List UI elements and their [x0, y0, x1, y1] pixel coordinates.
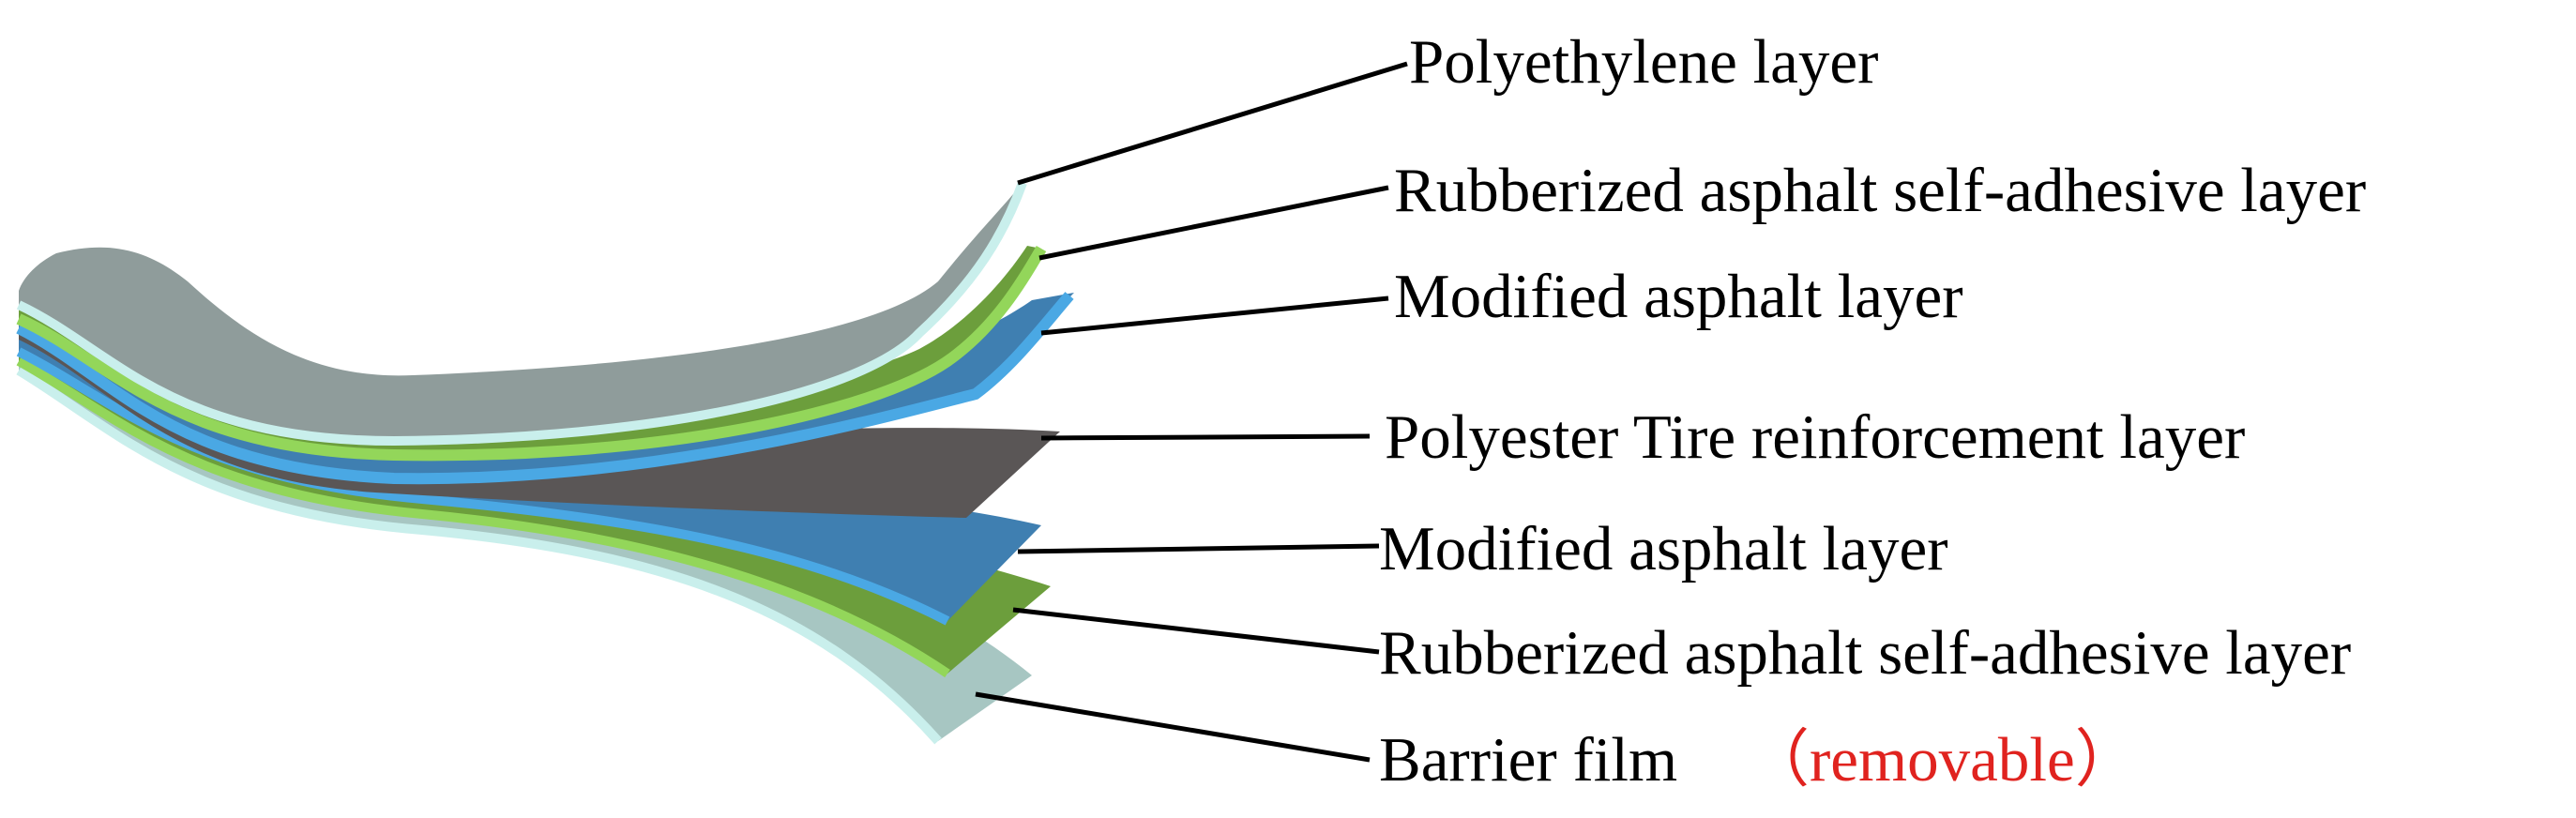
upper-rubberized-edge	[16, 246, 1047, 462]
leader-line-polyethylene	[1017, 61, 1408, 186]
label-polyethylene-layer: Polyethylene layer	[1409, 27, 1878, 97]
leader-line-modified-upper	[1040, 295, 1389, 336]
label-rubberized-asphalt-lower: Rubberized asphalt self-adhesive layer	[1379, 618, 2351, 688]
polyethylene-layer	[19, 183, 1023, 441]
barrier-film-layer	[19, 356, 1032, 741]
leader-line-rubberized-lower	[1012, 607, 1380, 655]
leader-line-polyester	[1040, 433, 1371, 441]
barrier-film-edge	[16, 366, 942, 745]
leader-line-modified-lower	[1017, 543, 1380, 554]
polyethylene-edge	[16, 181, 1027, 447]
label-modified-asphalt-upper: Modified asphalt layer	[1394, 262, 1963, 331]
label-modified-asphalt-lower: Modified asphalt layer	[1379, 514, 1948, 583]
polyester-reinforcement-layer	[19, 326, 1060, 518]
lower-rubberized-edge	[16, 356, 950, 678]
lower-modified-edge	[16, 347, 950, 626]
leader-line-rubberized-upper	[1038, 185, 1389, 261]
label-barrier-film: Barrier film	[1379, 725, 1677, 795]
upper-rubberized-layer	[19, 246, 1041, 456]
upper-modified-edge	[16, 292, 1074, 485]
label-rubberized-asphalt-upper: Rubberized asphalt self-adhesive layer	[1394, 156, 2366, 225]
label-removable-note: （removable）	[1747, 725, 2138, 795]
leader-lines	[975, 61, 1408, 763]
label-polyester-reinforcement: Polyester Tire reinforcement layer	[1385, 402, 2245, 472]
leader-line-barrier	[975, 691, 1371, 763]
